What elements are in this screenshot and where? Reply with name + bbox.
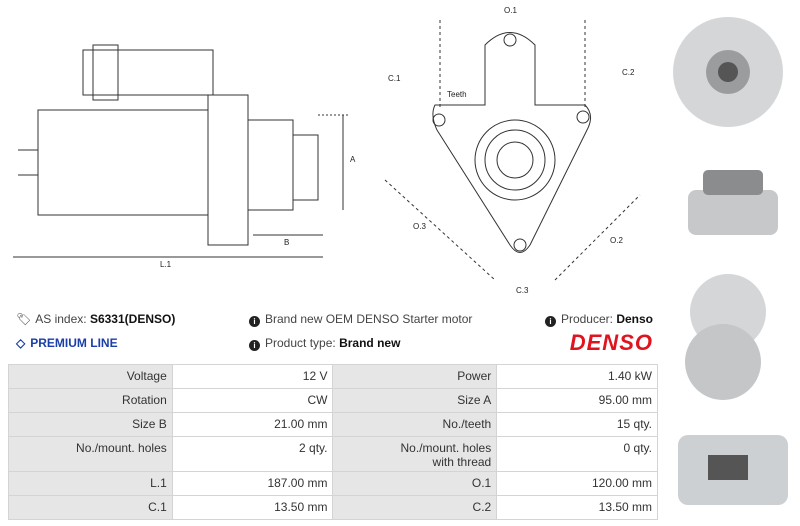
dim-label-b: B xyxy=(284,238,290,247)
spec-value: 21.00 mm xyxy=(171,412,334,437)
dim-label-c3: C.3 xyxy=(516,286,529,295)
spec-value: 120.00 mm xyxy=(496,471,658,496)
front-view-diagram xyxy=(384,20,641,281)
description: i Brand new OEM DENSO Starter motor xyxy=(249,312,472,327)
producer-value: Denso xyxy=(616,312,653,326)
info-icon: i xyxy=(249,340,260,351)
product-type-value: Brand new xyxy=(339,336,401,350)
spec-label: C.2 xyxy=(332,495,498,520)
as-index-label: AS index: xyxy=(35,312,87,326)
spec-value: 13.50 mm xyxy=(171,495,334,520)
diamond-icon: ◇ xyxy=(16,336,26,350)
dim-label-o3: O.3 xyxy=(413,222,426,231)
side-view-diagram xyxy=(13,44,348,258)
product-type-label: Product type: xyxy=(265,336,336,350)
spec-value: 15 qty. xyxy=(496,412,658,437)
premium-label: PREMIUM LINE xyxy=(30,336,118,350)
spec-label: No./teeth xyxy=(332,412,498,437)
spec-label: Size A xyxy=(332,388,498,413)
info-icon: i xyxy=(249,316,260,327)
spec-value: 0 qty. xyxy=(496,436,658,472)
premium-line[interactable]: ◇ PREMIUM LINE xyxy=(16,336,118,350)
spec-label: Voltage xyxy=(8,364,173,389)
spec-label: L.1 xyxy=(8,471,173,496)
product-photo-angled xyxy=(668,415,796,525)
dim-label-o1: O.1 xyxy=(504,6,517,15)
producer: i Producer: Denso xyxy=(544,312,653,327)
product-type: i Product type: Brand new xyxy=(249,336,400,351)
spec-value: CW xyxy=(171,388,334,413)
spec-value: 187.00 mm xyxy=(171,471,334,496)
product-photo-front xyxy=(668,2,796,152)
spec-value: 2 qty. xyxy=(171,436,334,472)
dim-label-o2: O.2 xyxy=(610,236,623,245)
tags-icon: 🏷 xyxy=(16,312,32,326)
product-photo-side xyxy=(668,160,796,255)
spec-label: C.1 xyxy=(8,495,173,520)
dim-label-teeth: Teeth xyxy=(447,90,467,99)
info-icon: i xyxy=(544,316,556,327)
spec-value: 1.40 kW xyxy=(496,364,658,389)
dim-label-c2: C.2 xyxy=(622,68,635,77)
spec-label: Power xyxy=(332,364,498,389)
spec-label: No./mount. holes xyxy=(8,436,173,472)
spec-value: 13.50 mm xyxy=(496,495,658,520)
dim-label-a: A xyxy=(350,155,356,164)
as-index-value: S6331(DENSO) xyxy=(89,312,176,326)
spec-value: 12 V xyxy=(171,364,334,389)
dim-label-c1: C.1 xyxy=(388,74,401,83)
description-text: Brand new OEM DENSO Starter motor xyxy=(265,312,473,326)
spec-label: Rotation xyxy=(8,388,173,413)
spec-label: Size B xyxy=(8,412,173,437)
as-index: 🏷AS index: S6331(DENSO) xyxy=(16,312,175,326)
spec-label: O.1 xyxy=(332,471,498,496)
dim-label-l1: L.1 xyxy=(160,260,172,269)
spec-value: 95.00 mm xyxy=(496,388,658,413)
product-photo-rear xyxy=(668,262,796,407)
spec-label: No./mount. holes with thread xyxy=(332,436,498,472)
producer-label: Producer: xyxy=(560,312,613,326)
denso-logo: DENSO xyxy=(569,330,653,355)
